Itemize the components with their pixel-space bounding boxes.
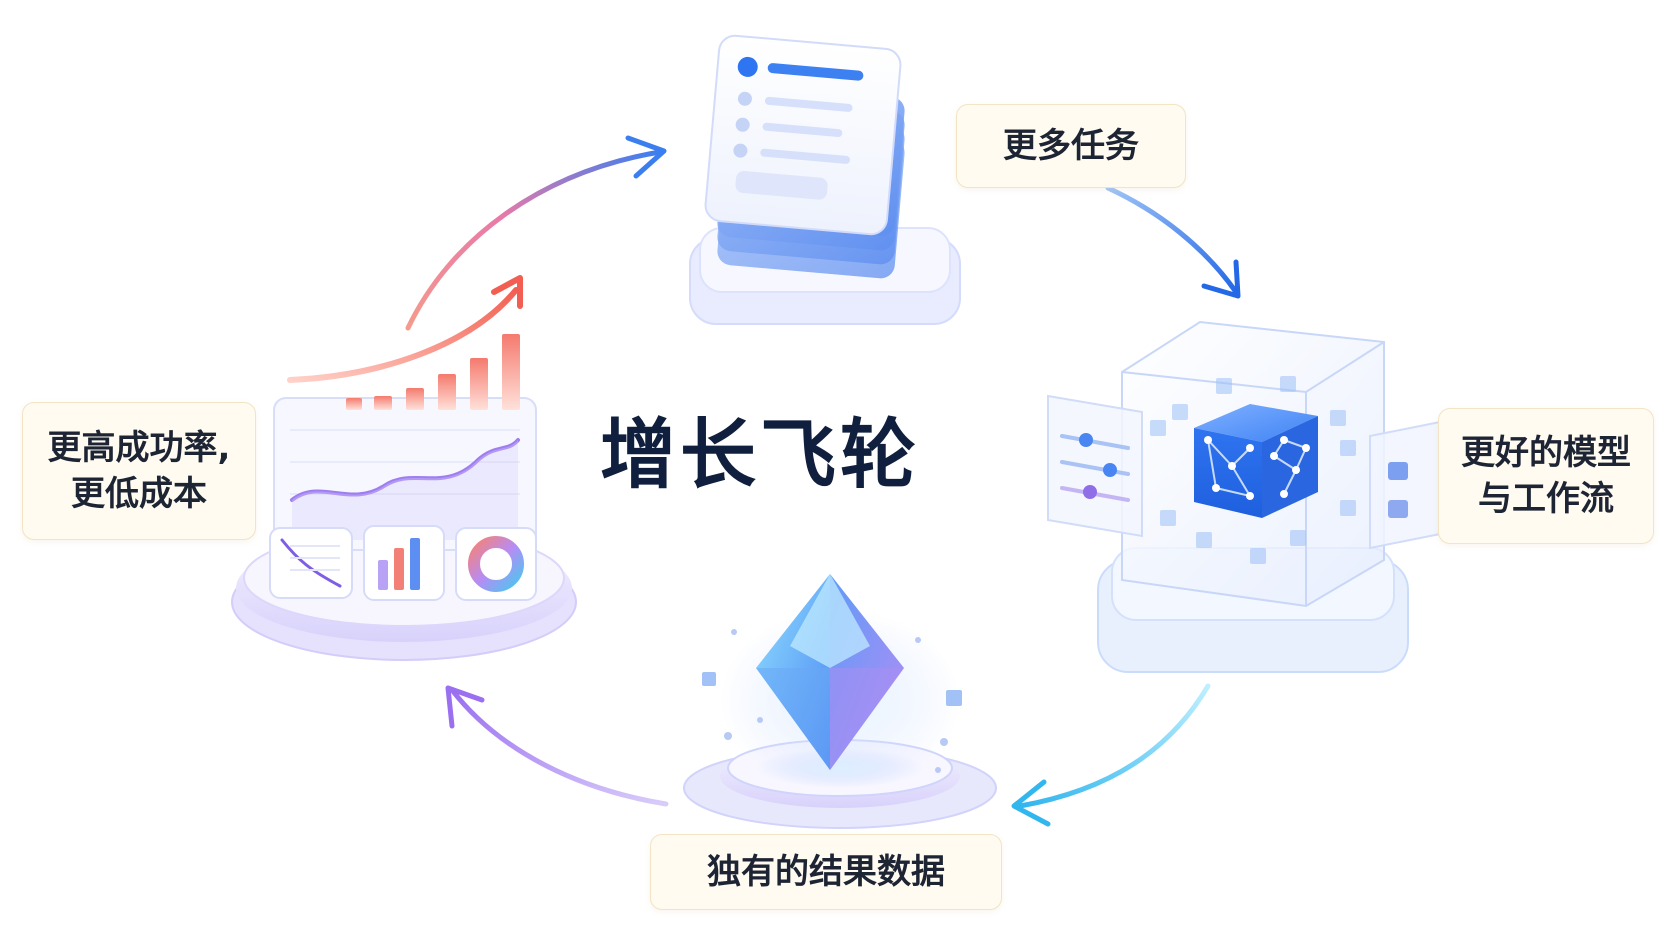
label-left-line2: 更低成本 — [71, 474, 207, 514]
label-higher-success-lower-cost: 更高成功率, 更低成本 — [22, 402, 256, 540]
arrow-bottom-to-left — [445, 685, 669, 807]
label-left-line1: 更高成功率, — [47, 428, 231, 468]
arrow-left-to-top — [405, 135, 667, 331]
stacked-documents-icon — [689, 34, 961, 325]
label-exclusive-outcome-data: 独有的结果数据 — [650, 834, 1002, 910]
analytics-dashboard-icon — [231, 275, 577, 661]
arrow-right-to-bottom — [1011, 683, 1211, 827]
label-bottom-text: 独有的结果数据 — [707, 852, 945, 892]
label-more-tasks-text: 更多任务 — [1003, 126, 1139, 166]
label-more-tasks: 更多任务 — [956, 104, 1186, 188]
label-better-models-workflows: 更好的模型 与工作流 — [1438, 408, 1654, 544]
diagram-title: 增长飞轮 — [600, 410, 920, 499]
arrow-top-to-right — [1105, 185, 1241, 299]
crystal-gem-icon — [683, 574, 997, 829]
label-right-line2: 与工作流 — [1478, 479, 1614, 519]
label-right-line1: 更好的模型 — [1461, 433, 1631, 473]
neural-cube-icon — [1047, 320, 1441, 673]
